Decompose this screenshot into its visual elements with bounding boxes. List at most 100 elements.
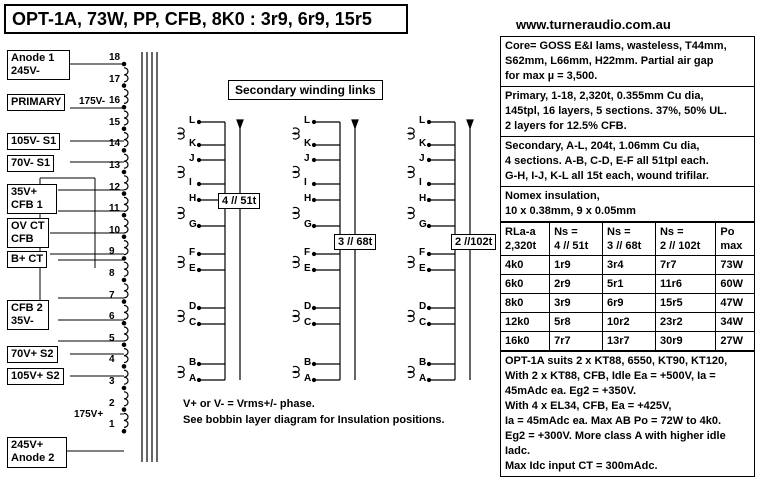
terminal-dot <box>426 197 432 203</box>
terminal-dot <box>196 197 202 203</box>
core-line: S62mm, L66mm, H22mm. Partial air gap <box>505 55 714 67</box>
terminal-letter: B <box>189 357 197 368</box>
terminal-letter: I <box>304 177 307 188</box>
terminal-letter: L <box>419 115 426 126</box>
secondary-ratio-label: 4 // 51t <box>218 193 261 209</box>
terminal-letter: F <box>304 247 311 258</box>
table-header-cell: Ns =4 // 51t <box>549 222 604 256</box>
terminal-dot <box>426 181 432 187</box>
pin-number: 13 <box>109 160 121 171</box>
primary-coil-loop <box>123 391 129 407</box>
table-cell: 6k0 <box>501 274 551 294</box>
table-cell: 7r7 <box>549 331 604 351</box>
secondary-coil-loop <box>406 206 415 220</box>
table-cell: 30r9 <box>654 331 717 351</box>
cfb1-label: 35V+ CFB 1 <box>7 184 57 214</box>
pin-number: 6 <box>109 311 115 323</box>
terminal-dot <box>426 142 432 148</box>
table-cell: 8k0 <box>501 293 551 313</box>
table-header-cell: Ns =2 // 102t <box>654 222 717 256</box>
table-cell: 34W <box>715 312 754 332</box>
insulation-note: See bobbin layer diagram for Insulation … <box>183 414 445 426</box>
terminal-dot <box>311 377 317 383</box>
table-cell: 2r9 <box>549 274 604 294</box>
diagram-title: OPT-1A, 73W, PP, CFB, 8K0 : 3r9, 6r9, 15… <box>4 4 408 34</box>
secondary-coil-loop <box>176 206 185 220</box>
terminal-dot <box>311 321 317 327</box>
terminal-letter: K <box>189 138 197 149</box>
insulation-line: 10 x 0.38mm, 9 x 0.05mm <box>505 205 636 217</box>
primary-coil-loop <box>123 67 129 83</box>
pin-number: 10 <box>109 224 121 236</box>
pin-dot <box>121 407 127 412</box>
pin-number: 14 <box>109 138 121 150</box>
terminal-dot <box>426 119 432 125</box>
terminal-letter: I <box>189 177 192 188</box>
secondary-coil-loop <box>291 206 300 220</box>
terminal-dot <box>426 157 432 163</box>
table-cell: 11r6 <box>654 274 717 294</box>
terminal-dot <box>196 223 202 229</box>
terminal-dot <box>196 361 202 367</box>
tap-175v-top: 175V- <box>79 96 106 107</box>
table-cell: 7r7 <box>654 255 717 275</box>
cfb1-name: CFB 1 <box>11 199 43 211</box>
primary-coil-loop <box>123 412 129 428</box>
table-cell: 3r9 <box>549 293 604 313</box>
cfb2-name: CFB 2 <box>11 302 43 314</box>
secondary-coil-loop <box>406 309 415 323</box>
terminal-letter: L <box>189 115 196 126</box>
terminal-letter: E <box>189 263 196 274</box>
terminal-dot <box>196 267 202 273</box>
pin-dot <box>121 342 127 348</box>
s1-70v-label: 70V- S1 <box>7 155 55 172</box>
pin-number: 8 <box>109 268 115 279</box>
pin-number: 4 <box>109 354 115 366</box>
terminal-letter: B <box>419 357 427 368</box>
terminal-dot <box>196 181 202 187</box>
secondary-coil-loop <box>291 127 300 140</box>
suits-line: Eg2 = +300V. More class A with higher id… <box>505 430 726 442</box>
secondary-coil-loop <box>406 165 415 179</box>
suits-line: Ia = 45mAdc ea. Max AB Po = 72W to 4k0. <box>505 415 722 427</box>
table-cell: 60W <box>715 274 754 294</box>
terminal-letter: D <box>304 301 312 312</box>
primary-line: 145tpl, 16 layers, 5 sections. 37%, 50% … <box>505 105 727 117</box>
secondary-coil-loop <box>176 309 185 323</box>
table-cell: 73W <box>715 255 754 275</box>
terminal-letter: C <box>189 317 197 328</box>
core-spec: Core= GOSS E&I lams, wasteless, T44mm, S… <box>501 37 754 87</box>
secondary-line: Secondary, A-L, 204t, 1.06mm Cu dia, <box>505 140 700 152</box>
cfb2-label: CFB 2 35V- <box>7 300 49 330</box>
secondary-coil-loop <box>406 255 415 269</box>
core-line: Core= GOSS E&I lams, wasteless, T44mm, <box>505 40 727 52</box>
insulation-spec: Nomex insulation, 10 x 0.38mm, 9 x 0.05m… <box>501 187 754 222</box>
terminal-letter: K <box>419 138 427 149</box>
terminal-dot <box>311 119 317 125</box>
table-cell: 5r1 <box>602 274 656 294</box>
terminal-dot <box>196 142 202 148</box>
website-url[interactable]: www.turneraudio.com.au <box>516 17 671 32</box>
table-cell: 27W <box>715 331 754 351</box>
pin-dot <box>121 126 127 132</box>
terminal-letter: D <box>419 301 427 312</box>
primary-coil-loop <box>123 218 129 234</box>
ovct-label: OV CT CFB <box>7 218 49 248</box>
pin-number: 11 <box>109 203 120 215</box>
phase-note: V+ or V- = Vrms+/- phase. <box>183 398 315 410</box>
pin-dot <box>121 320 127 326</box>
primary-line: Primary, 1-18, 2,320t, 0.355mm Cu dia, <box>505 90 704 102</box>
terminal-dot <box>196 157 202 163</box>
primary-coil-loop <box>123 153 129 169</box>
terminal-dot <box>196 251 202 257</box>
primary-coil-loop <box>123 326 129 342</box>
table-cell: 1r9 <box>549 255 604 275</box>
terminal-dot <box>426 267 432 273</box>
terminal-dot <box>196 377 202 383</box>
secondary-coil-loop <box>291 255 300 269</box>
cfb1-voltage: 35V+ <box>11 186 37 198</box>
terminal-dot <box>311 267 317 273</box>
terminal-letter: H <box>304 193 312 204</box>
